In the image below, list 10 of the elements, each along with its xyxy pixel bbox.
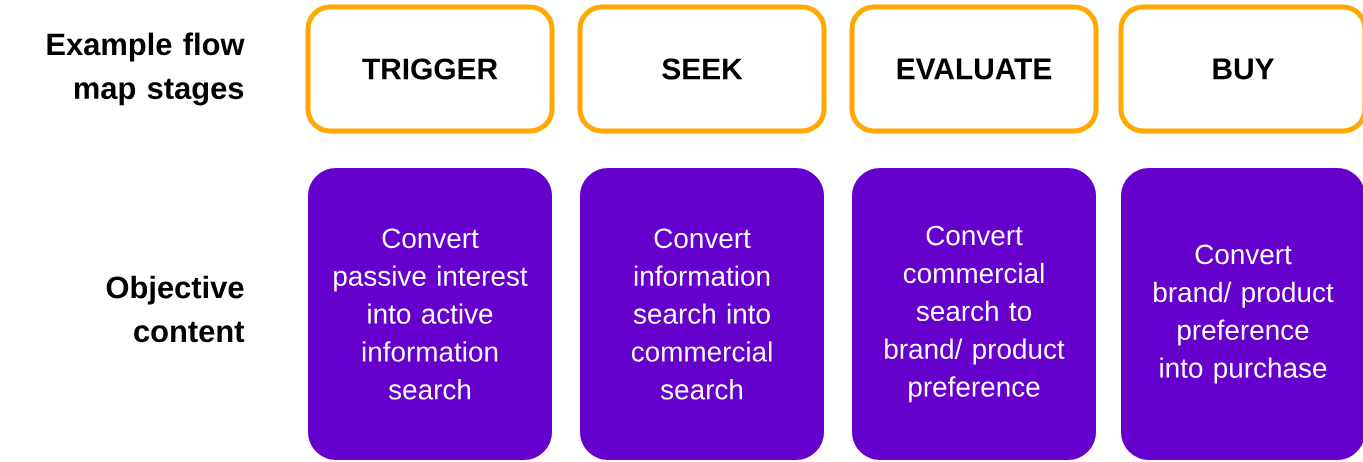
row-label: Objective content <box>106 275 245 343</box>
stage-box: SEEK <box>577 4 827 134</box>
stage-box: EVALUATE <box>849 4 1099 134</box>
stage-box: TRIGGER <box>305 4 555 134</box>
objective-box: Convert passive interest into active information search <box>308 168 552 460</box>
stage-box: BUY <box>1118 4 1363 134</box>
objective-box: Convert commercial search to brand/ product preference <box>852 168 1096 460</box>
row-label: Example flow map stages <box>47 32 245 106</box>
objective-box: Convert information search into commercial search <box>580 168 824 460</box>
objective-box: Convert brand/ product preference into purchase <box>1121 168 1363 460</box>
